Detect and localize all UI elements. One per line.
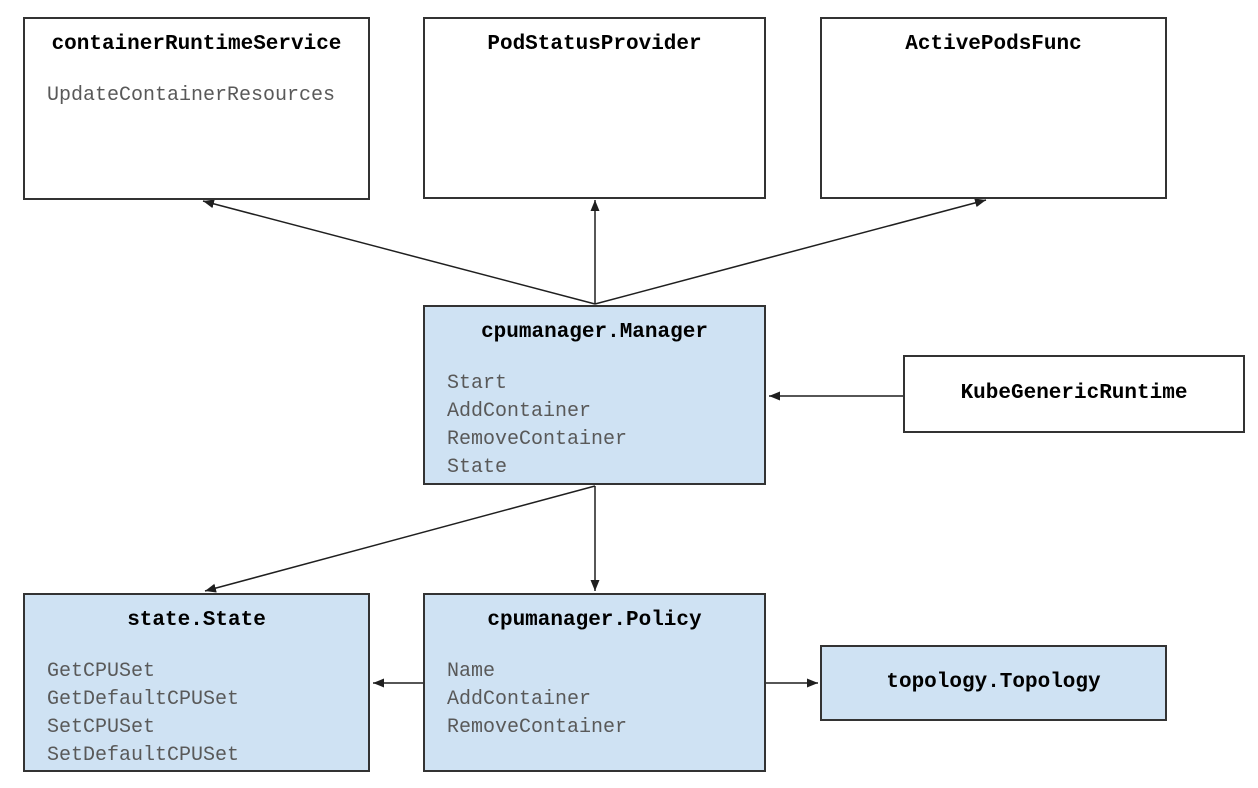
node-kube-generic-runtime: KubeGenericRuntime <box>903 355 1245 433</box>
connector-manager-to-activePodsFunc <box>594 198 987 305</box>
method-item: Start <box>447 372 508 395</box>
method-item: SetCPUSet <box>47 716 156 739</box>
node-methods: UpdateContainerResources <box>25 82 368 110</box>
method-item: State <box>447 456 508 479</box>
method-item: AddContainer <box>447 688 592 711</box>
connector-manager-to-state <box>204 485 596 593</box>
node-title: state.State <box>127 609 266 632</box>
node-title: KubeGenericRuntime <box>960 382 1188 405</box>
node-title: cpumanager.Manager <box>481 321 708 344</box>
method-item: SetDefaultCPUSet <box>47 744 240 767</box>
node-topology-topology: topology.Topology <box>820 645 1167 721</box>
node-state-state: state.State GetCPUSet GetDefaultCPUSet S… <box>23 593 370 772</box>
node-active-pods-func: ActivePodsFunc <box>820 17 1167 199</box>
node-title: cpumanager.Policy <box>487 609 702 632</box>
node-methods: Name AddContainer RemoveContainer <box>425 658 764 742</box>
method-item: AddContainer <box>447 400 592 423</box>
node-cpumanager-manager: cpumanager.Manager Start AddContainer Re… <box>423 305 766 485</box>
method-item: RemoveContainer <box>447 428 628 451</box>
connector-manager-to-containerRuntimeService <box>202 199 596 305</box>
node-container-runtime-service: containerRuntimeService UpdateContainerR… <box>23 17 370 200</box>
node-title: topology.Topology <box>886 671 1101 694</box>
node-methods: GetCPUSet GetDefaultCPUSet SetCPUSet Set… <box>25 658 368 770</box>
node-cpumanager-policy: cpumanager.Policy Name AddContainer Remo… <box>423 593 766 772</box>
node-methods: Start AddContainer RemoveContainer State <box>425 370 764 482</box>
method-item: GetDefaultCPUSet <box>47 688 240 711</box>
method-item: Name <box>447 660 496 683</box>
method-item: GetCPUSet <box>47 660 156 683</box>
method-item: UpdateContainerResources <box>47 84 336 107</box>
method-item: RemoveContainer <box>447 716 628 739</box>
node-title: ActivePodsFunc <box>905 33 1082 56</box>
node-title: PodStatusProvider <box>487 33 702 56</box>
node-pod-status-provider: PodStatusProvider <box>423 17 766 199</box>
node-title: containerRuntimeService <box>51 33 342 56</box>
